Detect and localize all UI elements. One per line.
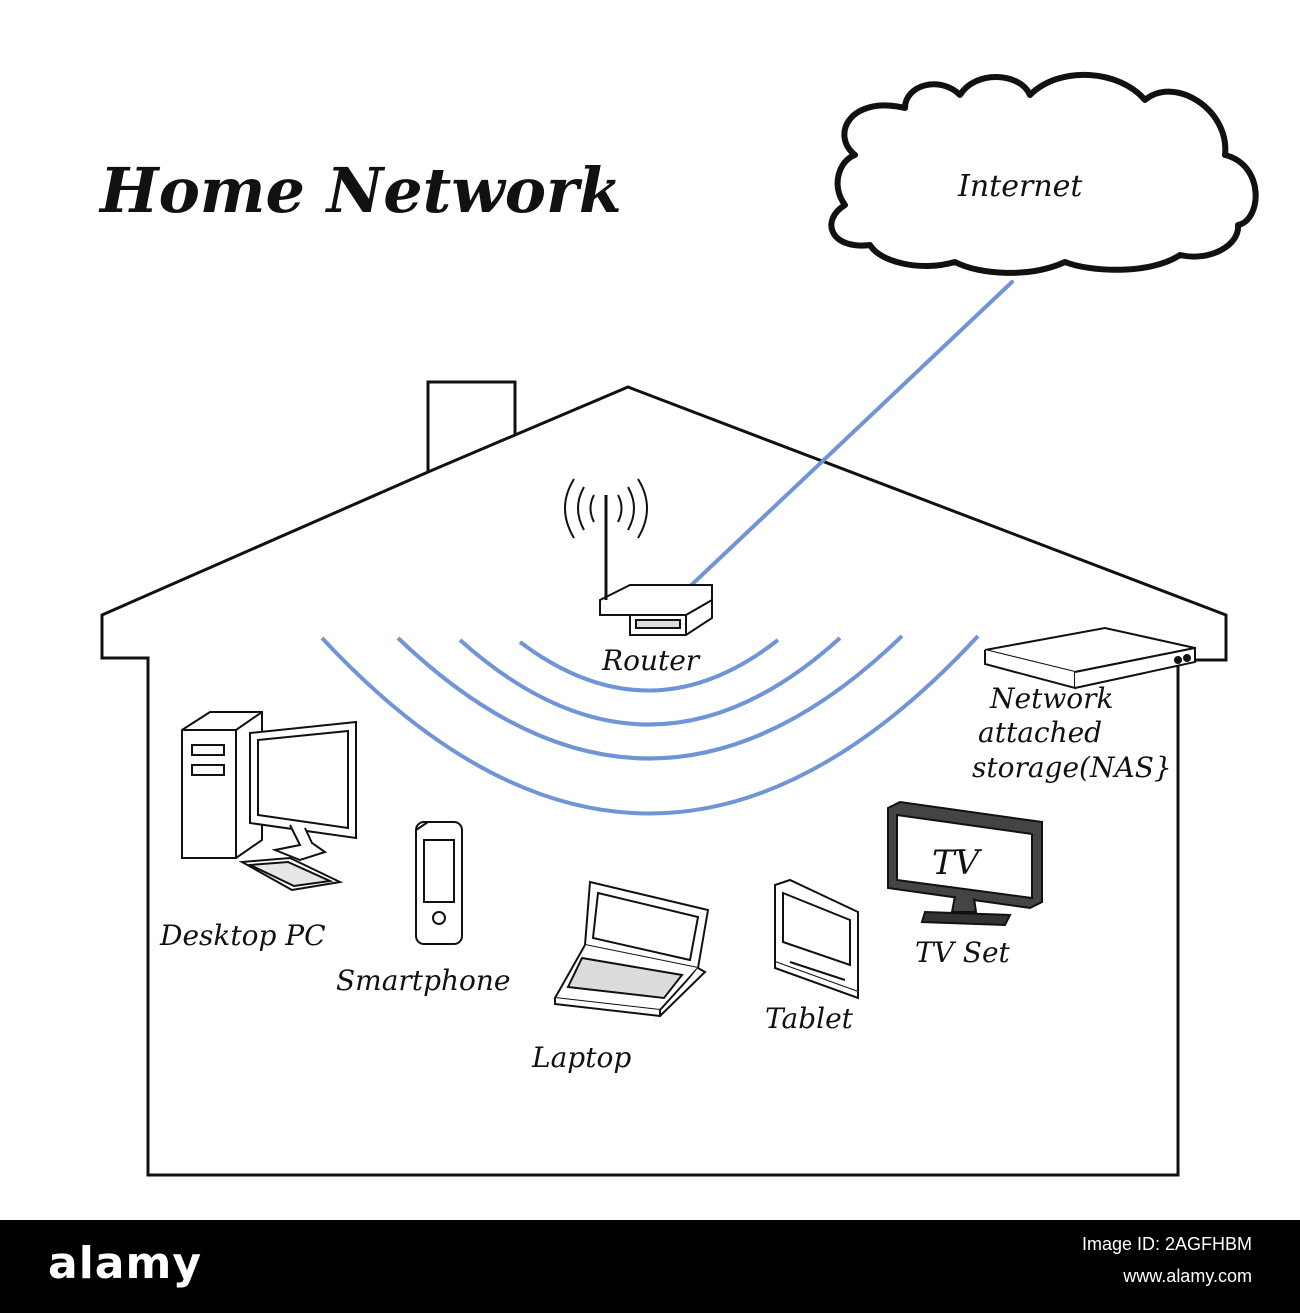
router-icon: [564, 478, 713, 636]
tv-set-label: TV Set: [915, 936, 1011, 969]
diagram-title: Home Network: [98, 154, 622, 227]
smartphone: Smartphone: [336, 821, 510, 997]
smartphone-label: Smartphone: [336, 964, 510, 997]
nas-label-line-2: attached: [978, 716, 1102, 749]
smartphone-icon: [415, 821, 463, 945]
watermark-site: www.alamy.com: [1123, 1266, 1252, 1286]
wave-2: [458, 636, 842, 727]
tablet-icon: [774, 878, 859, 1000]
nas-label-line-3: storage(NAS}: [972, 751, 1172, 784]
desktop-pc-label: Desktop PC: [159, 919, 326, 952]
tv-icon: TV: [887, 800, 1043, 927]
wireless-signal: [320, 634, 980, 816]
watermark-brand: alamy: [48, 1238, 202, 1289]
nas-label-line-1: Network: [989, 682, 1114, 715]
watermark-image-id: Image ID: 2AGFHBM: [1081, 1234, 1252, 1254]
desktop-pc: Desktop PC: [159, 711, 357, 952]
home-network-diagram: Home Network Internet Rout: [98, 72, 1259, 1177]
internet-label: Internet: [957, 169, 1083, 204]
chimney-base: [427, 433, 516, 474]
tablet-label: Tablet: [765, 1002, 854, 1035]
wave-3: [396, 634, 904, 761]
wave-4: [320, 634, 980, 816]
laptop: Laptop: [531, 880, 710, 1074]
tv-screen-text: TV: [932, 843, 983, 883]
laptop-icon: [553, 880, 710, 1018]
internet-cloud: Internet: [828, 72, 1259, 276]
watermark-banner: alamy Image ID: 2AGFHBM www.alamy.com: [0, 1220, 1300, 1313]
internet-link: [681, 280, 1014, 595]
router-label: Router: [601, 644, 701, 677]
tablet: Tablet: [765, 878, 859, 1035]
desktop-pc-icon: [181, 711, 357, 892]
cloud-icon: [828, 72, 1259, 276]
tv-set: TV TV Set: [887, 800, 1043, 969]
nas-icon: [984, 626, 1196, 690]
laptop-label: Laptop: [531, 1041, 631, 1074]
router: Router: [564, 478, 713, 677]
wave-1: [518, 638, 780, 693]
nas-device: Network attached storage(NAS}: [972, 626, 1196, 784]
